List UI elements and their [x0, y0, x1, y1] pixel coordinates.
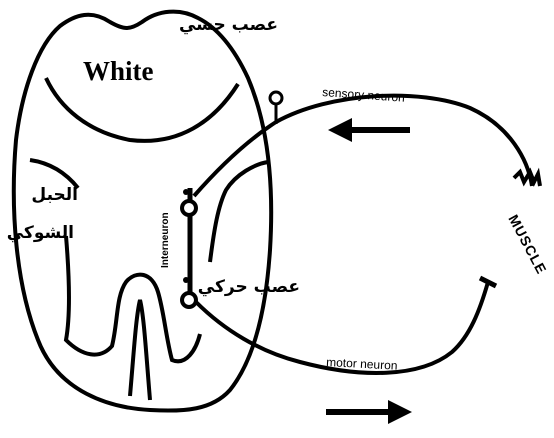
spinal-cord-label-line1: الحبل [31, 185, 78, 205]
interneuron-top-soma [182, 201, 196, 215]
motor-neuron-soma [182, 293, 196, 307]
sensory-neuron-fiber [194, 96, 532, 196]
sensory-receptor-icon [514, 172, 540, 186]
sensory-nerve-arabic-label: عصب حسي [179, 15, 278, 35]
muscle-label: MUSCLE [505, 212, 550, 277]
spinal-cord-label-line2: الشوكي [7, 223, 74, 243]
right-horn-curve [210, 162, 268, 262]
arrow-left-icon [328, 118, 410, 142]
white-matter-boundary [46, 78, 238, 141]
sensory-ganglion-icon [270, 92, 282, 104]
interneuron-dot-top [183, 189, 189, 195]
left-horn-curve [30, 160, 78, 188]
white-matter-label: White [83, 56, 154, 86]
interneuron-dot-bottom [183, 277, 189, 283]
arrow-right-icon [326, 400, 412, 424]
ventral-fissure [130, 300, 150, 400]
motor-nerve-arabic-label: عصب حركي [198, 277, 300, 297]
interneuron-label: Interneuron [160, 212, 171, 268]
